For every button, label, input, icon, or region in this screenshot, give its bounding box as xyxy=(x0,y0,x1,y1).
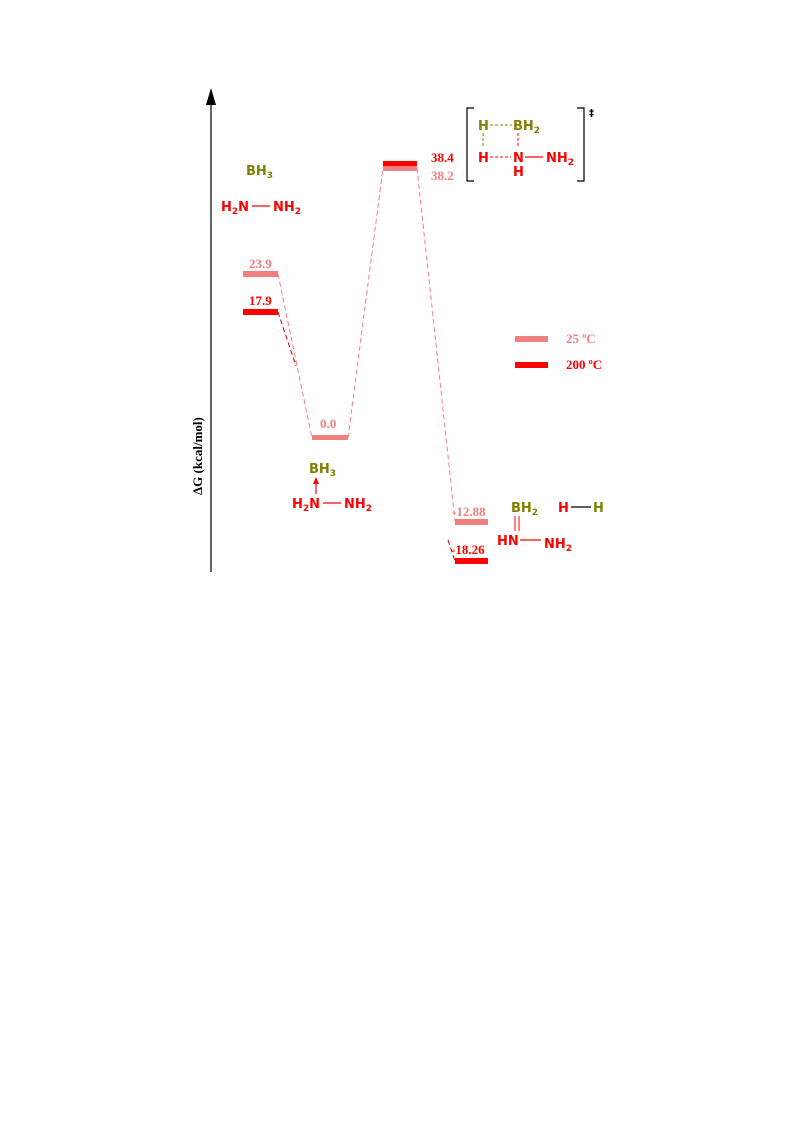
level-ts-25 xyxy=(383,166,417,171)
svg-text:H: H xyxy=(478,119,489,134)
legend-swatch-200 xyxy=(515,362,548,368)
legend-label-25: 25 oC xyxy=(566,331,596,346)
level-reactant-25 xyxy=(243,271,278,277)
svg-text:NH2: NH2 xyxy=(544,537,572,554)
level-ts-200 xyxy=(383,161,417,166)
legend-label-200: 200 oC xyxy=(566,357,602,372)
y-axis-label: ΔG (kcal/mol) xyxy=(190,417,205,495)
svg-text:N: N xyxy=(513,151,524,166)
levels-200 xyxy=(243,161,488,564)
value-ts-25: 38.2 xyxy=(431,168,454,183)
svg-text:BH2: BH2 xyxy=(511,501,538,518)
levels-25 xyxy=(243,166,488,525)
product-h2-left: H xyxy=(558,501,569,516)
svg-text:BH2: BH2 xyxy=(513,119,540,136)
value-adduct-25: 0.0 xyxy=(320,416,336,431)
adduct-structure: BH3 H2N NH2 xyxy=(292,462,372,514)
level-reactant-200 xyxy=(243,309,278,315)
reactant-borane: BH3 xyxy=(246,164,273,181)
reactants-structure: BH3 H2N NH2 xyxy=(221,164,301,217)
connectors-200 xyxy=(277,311,456,562)
value-product-200: -18.26 xyxy=(451,542,485,557)
y-axis-arrowhead xyxy=(206,88,216,105)
reactant-hydrazine-left: H2N xyxy=(221,200,249,217)
value-reactant-25: 23.9 xyxy=(249,256,272,271)
level-adduct-25 xyxy=(312,435,348,440)
adduct-hydrazine-left: H2N xyxy=(292,497,320,514)
value-product-25: -12.88 xyxy=(452,504,486,519)
adduct-hydrazine-right: NH2 xyxy=(344,497,372,514)
product-structure: BH2 HN NH2 H H xyxy=(497,501,604,554)
ts-structure: ‡ H BH2 H N NH2 H xyxy=(466,107,594,182)
level-product-25 xyxy=(455,519,488,525)
ts-double-dagger: ‡ xyxy=(589,108,594,119)
reactant-hydrazine-right: NH2 xyxy=(273,200,301,217)
value-ts-200: 38.4 xyxy=(431,150,454,165)
adduct-borane: BH3 xyxy=(309,462,336,479)
level-product-200 xyxy=(455,558,488,564)
svg-text:NH2: NH2 xyxy=(546,151,574,168)
product-h2-right: H xyxy=(593,501,604,516)
svg-text:H: H xyxy=(478,151,489,166)
svg-text:H: H xyxy=(513,165,524,180)
value-reactant-200: 17.9 xyxy=(249,293,272,308)
legend: 25 oC 200 oC xyxy=(515,331,602,372)
connectors-25 xyxy=(277,167,456,522)
legend-swatch-25 xyxy=(515,336,548,342)
svg-text:HN: HN xyxy=(497,534,519,549)
